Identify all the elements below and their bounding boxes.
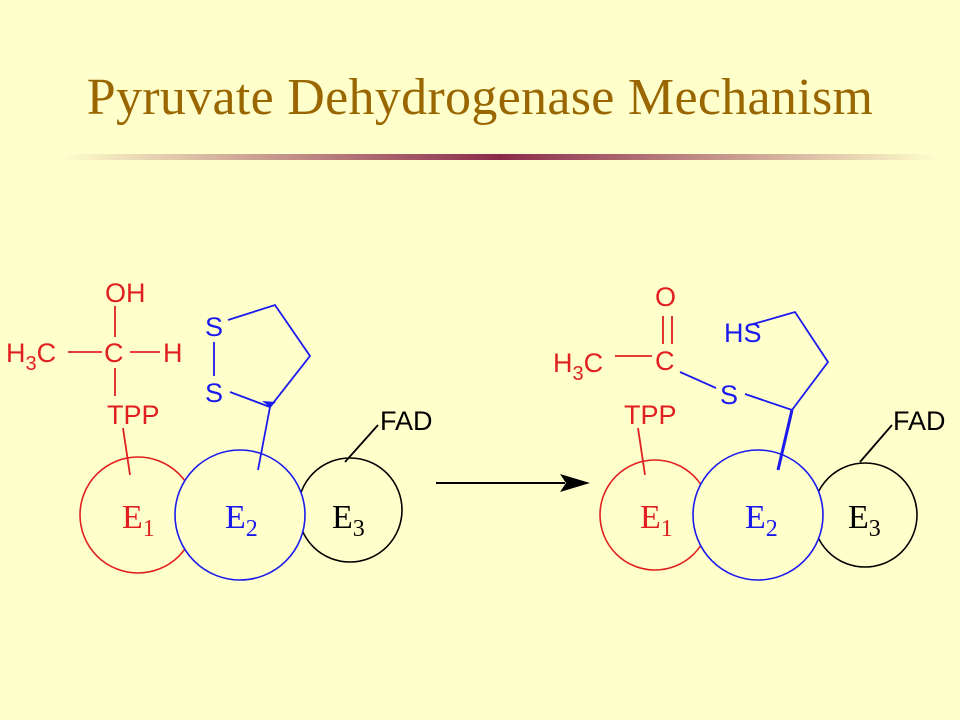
right-complex: E1 E2 E3 O H3C C S HS TPP FAD xyxy=(553,282,946,581)
right-fad-label: FAD xyxy=(893,406,946,436)
left-center-c-label: C xyxy=(104,338,124,368)
left-complex: E1 E2 E3 OH H3C C H TPP S S FAD xyxy=(6,278,433,581)
left-e1-label: E1 xyxy=(122,499,155,542)
right-cs-bond xyxy=(679,371,717,389)
right-fad-e3-bond xyxy=(859,424,893,463)
reaction-arrow xyxy=(436,474,590,492)
left-fad-label: FAD xyxy=(380,406,433,436)
slide-title: Pyruvate Dehydrogenase Mechanism xyxy=(86,69,874,126)
right-e2-label: E2 xyxy=(745,499,778,542)
left-ring-s1-label: S xyxy=(205,312,223,342)
left-e2-circle xyxy=(174,449,306,581)
left-e2-label: E2 xyxy=(225,499,258,542)
right-e2-circle xyxy=(692,449,824,581)
left-ring-chain xyxy=(227,303,312,409)
left-e3-label: E3 xyxy=(332,499,365,542)
left-ring-wedge xyxy=(262,401,276,407)
left-lipoyl-e2-bond xyxy=(257,406,271,471)
right-h3c-label: H3C xyxy=(553,348,603,385)
right-lipoyl-e2-bond xyxy=(776,409,794,471)
title-divider xyxy=(60,154,940,160)
left-h3c-label: H3C xyxy=(6,338,56,375)
right-e1-label: E1 xyxy=(640,499,673,542)
right-tpp-e1-bond xyxy=(637,427,646,476)
right-s-label: S xyxy=(720,380,738,410)
right-e3-label: E3 xyxy=(848,499,881,542)
left-tpp-e1-bond xyxy=(122,427,131,476)
right-tpp-label: TPP xyxy=(624,400,677,430)
left-fad-e3-bond xyxy=(344,424,379,463)
left-tpp-label: TPP xyxy=(107,400,160,430)
right-carbonyl-c-label: C xyxy=(655,346,675,376)
left-ring-s2-label: S xyxy=(205,378,223,408)
left-oh-label: OH xyxy=(105,278,146,308)
left-h-label: H xyxy=(163,338,183,368)
right-o-label: O xyxy=(655,282,676,312)
right-lipoyl-chain xyxy=(744,310,830,412)
